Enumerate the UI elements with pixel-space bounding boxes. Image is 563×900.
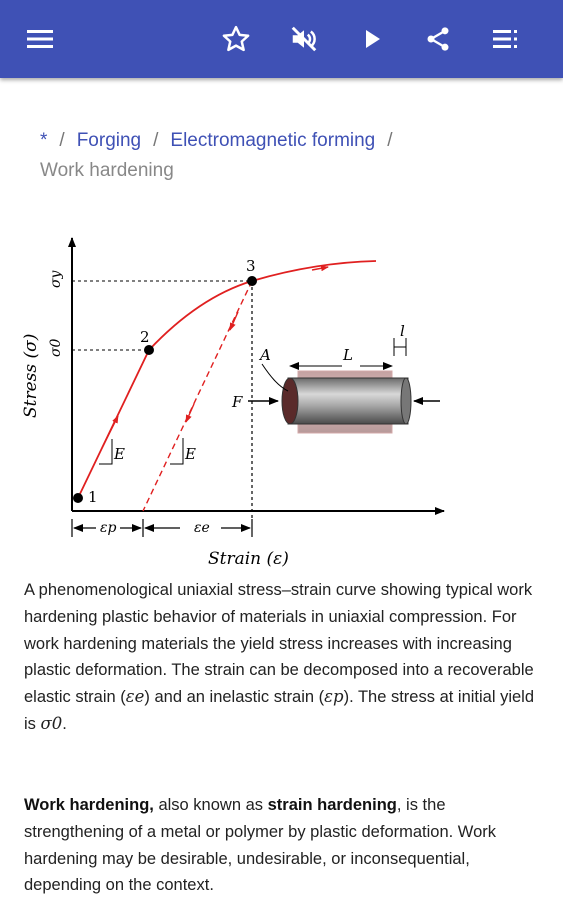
y-axis-label: Stress (σ) xyxy=(21,334,41,418)
point-2-label: 2 xyxy=(140,328,150,346)
caption-eps-e: εe xyxy=(125,687,145,707)
modulus-label-unloading: E xyxy=(184,445,196,463)
mute-button[interactable] xyxy=(284,19,324,59)
hardening-arrow xyxy=(311,265,329,272)
label-A-leader xyxy=(261,363,289,392)
point-3-marker xyxy=(247,276,257,286)
specimen-left-face xyxy=(281,377,299,425)
point-1-marker xyxy=(73,493,83,503)
x-axis-label: Strain (ε) xyxy=(208,549,289,569)
share-button[interactable] xyxy=(418,19,458,59)
label-l: l xyxy=(400,322,405,340)
modulus-label-loading: E xyxy=(113,445,125,463)
star-icon xyxy=(222,25,250,52)
term-strain-hardening: strain hardening xyxy=(267,796,397,814)
caption-text-3: ). The stress at initial yield is xyxy=(24,688,535,733)
breadcrumb-separator: / xyxy=(387,130,393,151)
top-app-bar xyxy=(0,0,563,78)
figure-caption: A phenomenological uniaxial stress–strai… xyxy=(24,577,544,738)
sigma-0-label: σ0 xyxy=(48,338,64,357)
term-work-hardening: Work hardening, xyxy=(24,796,154,814)
list-icon xyxy=(493,30,517,48)
unloading-arrow-lower xyxy=(185,403,195,423)
stress-strain-figure[interactable]: σy σ0 Stress (σ) E E 1 2 3 εp εe S xyxy=(16,226,456,576)
label-A: A xyxy=(258,346,271,364)
point-2-marker xyxy=(144,345,154,355)
loading-arrow xyxy=(101,415,119,449)
breadcrumb-home[interactable]: * xyxy=(40,130,48,151)
specimen-right-face xyxy=(400,377,412,425)
menu-icon xyxy=(27,30,53,48)
caption-sigma-0: σ0 xyxy=(40,713,63,733)
menu-button[interactable] xyxy=(20,19,60,59)
share-icon xyxy=(427,27,449,51)
breadcrumb-electromagnetic-forming[interactable]: Electromagnetic forming xyxy=(170,130,376,151)
label-L: L xyxy=(342,346,353,364)
play-button[interactable] xyxy=(352,19,392,59)
unloading-arrow-upper xyxy=(229,311,239,331)
breadcrumb-separator: / xyxy=(153,130,159,151)
caption-eps-p: εp xyxy=(324,687,344,707)
caption-text-4: . xyxy=(62,714,67,733)
breadcrumb-forging[interactable]: Forging xyxy=(76,130,142,151)
breadcrumb-current: Work hardening xyxy=(40,160,174,181)
paragraph-text-2: , is the strengthening of a metal or pol… xyxy=(24,796,496,895)
eps-e-label: εe xyxy=(194,520,210,536)
play-icon xyxy=(366,30,380,48)
favorite-button[interactable] xyxy=(216,19,256,59)
article-paragraph: Work hardening, also known as strain har… xyxy=(24,792,544,899)
caption-text-1: A phenomenological uniaxial stress–strai… xyxy=(24,581,534,707)
paragraph-text-1: also known as xyxy=(153,796,268,814)
label-F: F xyxy=(231,393,243,411)
point-1-label: 1 xyxy=(88,488,98,506)
specimen-body xyxy=(287,377,409,425)
breadcrumb-separator: / xyxy=(59,130,65,151)
caption-text-2: ) and an inelastic strain ( xyxy=(144,688,325,707)
breadcrumb: * / Forging / Electromagnetic forming / Work h… xyxy=(40,126,540,186)
contents-button[interactable] xyxy=(486,19,526,59)
eps-p-label: εp xyxy=(100,520,117,536)
slope-triangle-unloading xyxy=(170,438,184,465)
slope-triangle-loading xyxy=(99,439,113,465)
mute-icon xyxy=(291,26,317,52)
point-3-label: 3 xyxy=(246,257,256,275)
unloading-line xyxy=(142,280,253,512)
sigma-y-label: σy xyxy=(48,269,64,288)
